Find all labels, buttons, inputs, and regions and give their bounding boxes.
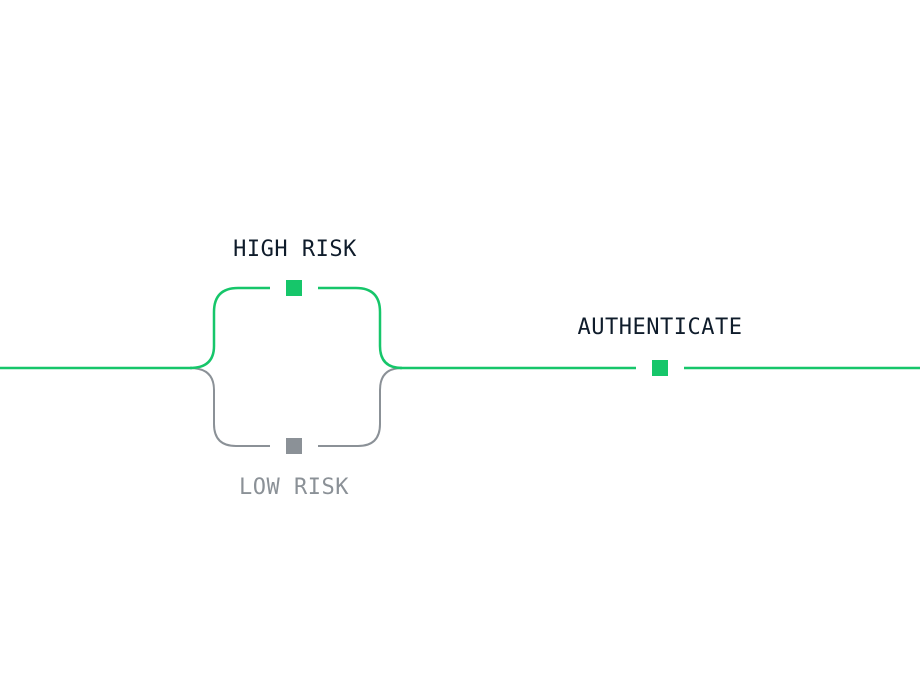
low-risk-branch-path [189,367,403,447]
high-risk-node-marker[interactable] [286,280,302,296]
low-risk-node-marker[interactable] [286,438,302,454]
authenticate-label: AUTHENTICATE [578,315,743,340]
high-risk-label: HIGH RISK [233,237,357,262]
high-risk-branch-path [189,286,403,370]
low-risk-label: LOW RISK [239,475,349,500]
authenticate-node-marker[interactable] [652,360,668,376]
